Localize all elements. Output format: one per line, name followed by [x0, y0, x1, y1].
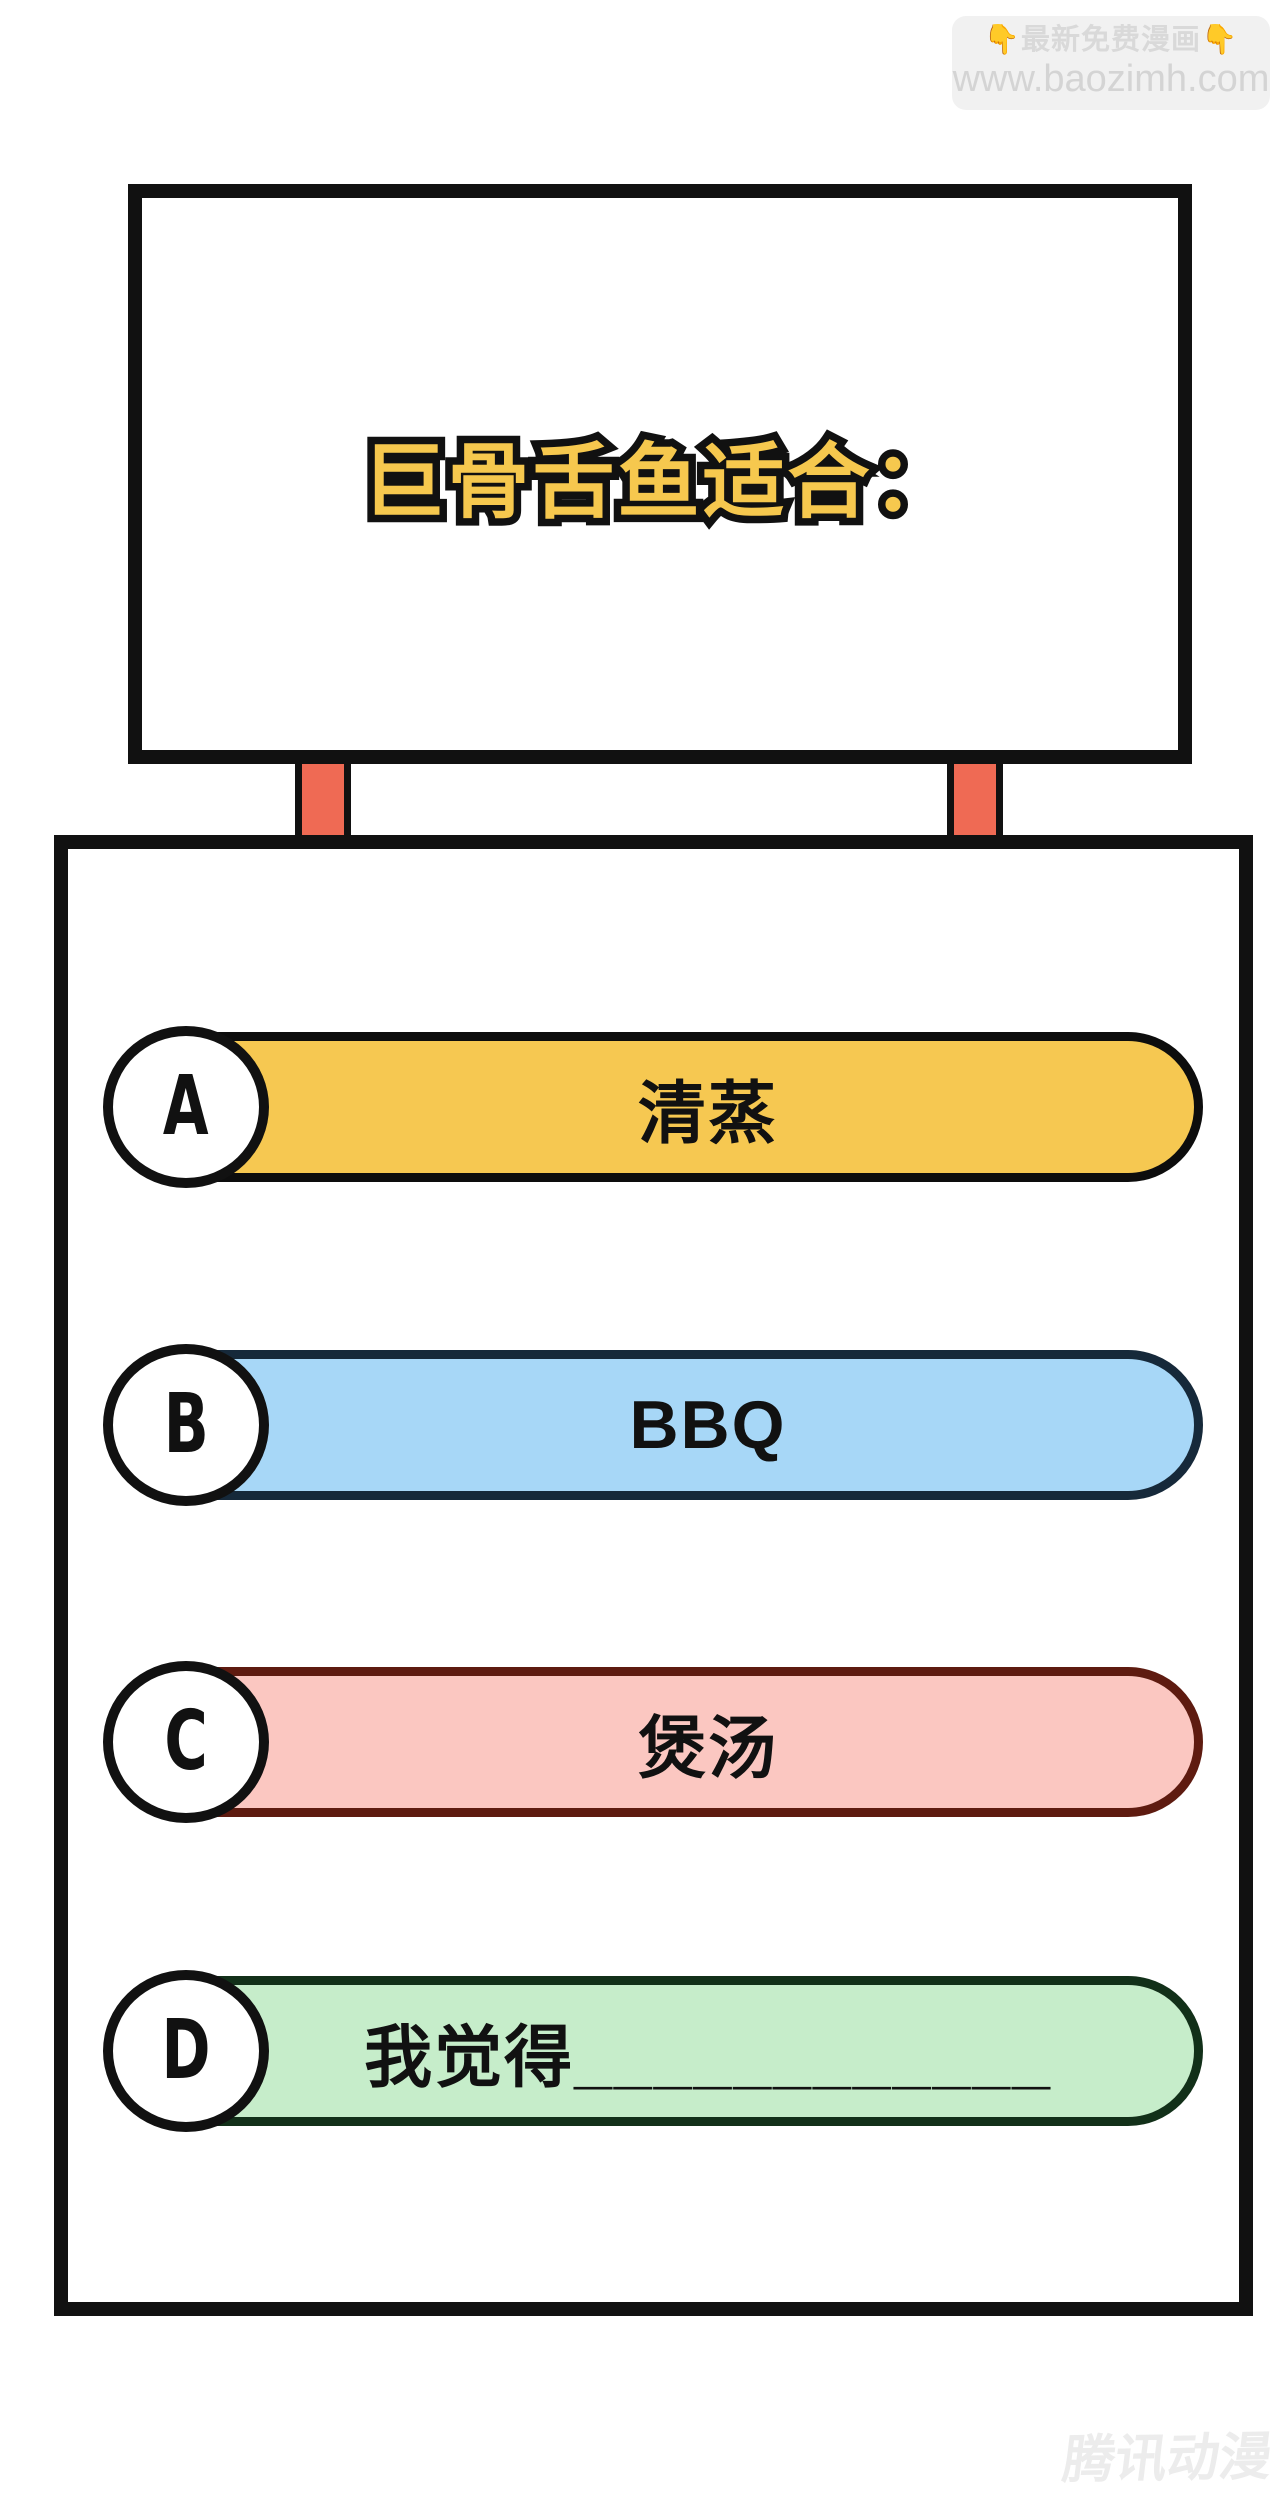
watermark-tagline: 👇最新免费漫画👇 — [983, 24, 1239, 57]
question-title: 巨骨舌鱼适合： 巨骨舌鱼适合： — [355, 415, 962, 535]
option-b-letter: B — [163, 1377, 209, 1472]
option-d-label: 我觉得____________ — [364, 2019, 1052, 2096]
option-b-label: BBQ — [629, 1387, 787, 1463]
question-title-text: 巨骨舌鱼适合： — [362, 436, 958, 528]
option-b-letter-badge: B — [103, 1344, 269, 1506]
site-watermark-badge: 👇最新免费漫画👇 www.baozimh.com — [952, 16, 1270, 110]
option-b-pill[interactable]: BBQ — [133, 1350, 1203, 1500]
option-a-pill[interactable]: 清蒸 — [133, 1032, 1203, 1182]
watermark-site-url: www.baozimh.com — [952, 58, 1270, 101]
option-d[interactable]: 我觉得____________ D — [103, 1970, 1207, 2132]
option-a-label: 清蒸 — [637, 1075, 778, 1152]
question-title-outline: 巨骨舌鱼适合： — [355, 429, 962, 535]
option-a-letter: A — [163, 1059, 209, 1154]
option-c-letter: C — [164, 1694, 208, 1789]
question-sign-board: 巨骨舌鱼适合： 巨骨舌鱼适合： — [128, 184, 1192, 764]
option-a-letter-badge: A — [103, 1026, 269, 1188]
option-b[interactable]: BBQ B — [103, 1344, 1207, 1506]
option-d-letter: D — [161, 2003, 211, 2098]
option-c-label: 煲汤 — [637, 1710, 778, 1787]
option-d-pill[interactable]: 我觉得____________ — [133, 1976, 1203, 2126]
tencent-comics-logo: 腾讯动漫 — [1059, 2428, 1276, 2490]
option-c-letter-badge: C — [103, 1661, 269, 1823]
option-d-letter-badge: D — [103, 1970, 269, 2132]
option-c[interactable]: 煲汤 C — [103, 1661, 1207, 1823]
option-a[interactable]: 清蒸 A — [103, 1026, 1207, 1188]
option-c-pill[interactable]: 煲汤 — [133, 1667, 1203, 1817]
